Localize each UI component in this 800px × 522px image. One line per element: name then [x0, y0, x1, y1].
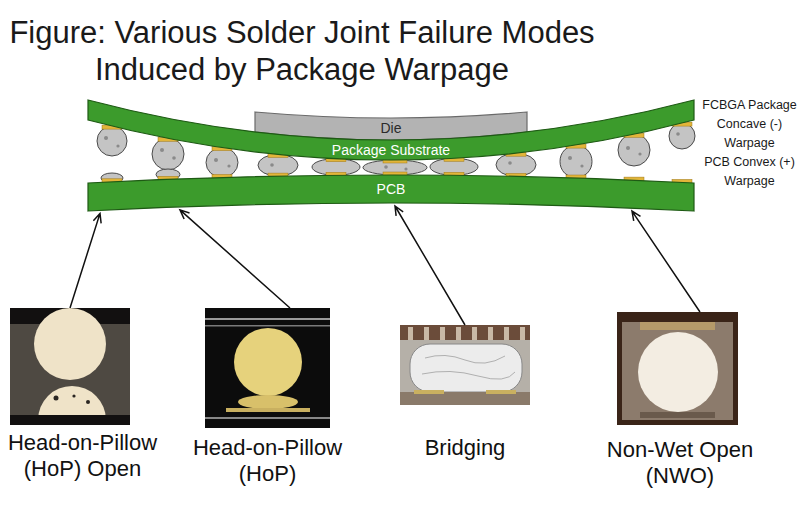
micrograph-photo	[205, 308, 330, 428]
photo-caption: Non-Wet Open (NWO)	[600, 437, 760, 489]
figure-title: Figure: Various Solder Joint Failure Mod…	[2, 14, 602, 88]
band-label: Die	[255, 120, 527, 136]
warpage-note: PCB Convex (+) Warpage	[701, 153, 798, 191]
photo-caption: Bridging	[390, 435, 540, 461]
failure-photo: Non-Wet Open (NWO)	[600, 312, 760, 505]
leader-arrow	[180, 210, 290, 308]
photo-caption: Head-on-Pillow (HoP)	[190, 435, 345, 487]
leader-arrow	[632, 211, 700, 312]
pcb-band: PCB	[88, 173, 694, 215]
photo-caption: Head-on-Pillow (HoP) Open	[0, 430, 165, 482]
failure-photo: Bridging	[390, 325, 540, 470]
substrate-band-fill	[88, 100, 694, 160]
failure-photo: Head-on-Pillow (HoP) Open	[0, 308, 165, 490]
micrograph-photo	[400, 325, 530, 405]
warpage-note: FCBGA Package Concave (-) Warpage	[701, 96, 798, 153]
substrate-band: Package Substrate	[88, 98, 694, 164]
pcb-band-fill	[88, 175, 694, 211]
micrograph-photo	[617, 312, 738, 425]
leader-arrow	[395, 206, 465, 325]
band-label: PCB	[88, 181, 694, 197]
micrograph-photo	[10, 308, 130, 425]
failure-photo: Head-on-Pillow (HoP)	[190, 308, 345, 505]
band-label: Package Substrate	[88, 142, 694, 158]
leader-arrow	[70, 213, 101, 308]
